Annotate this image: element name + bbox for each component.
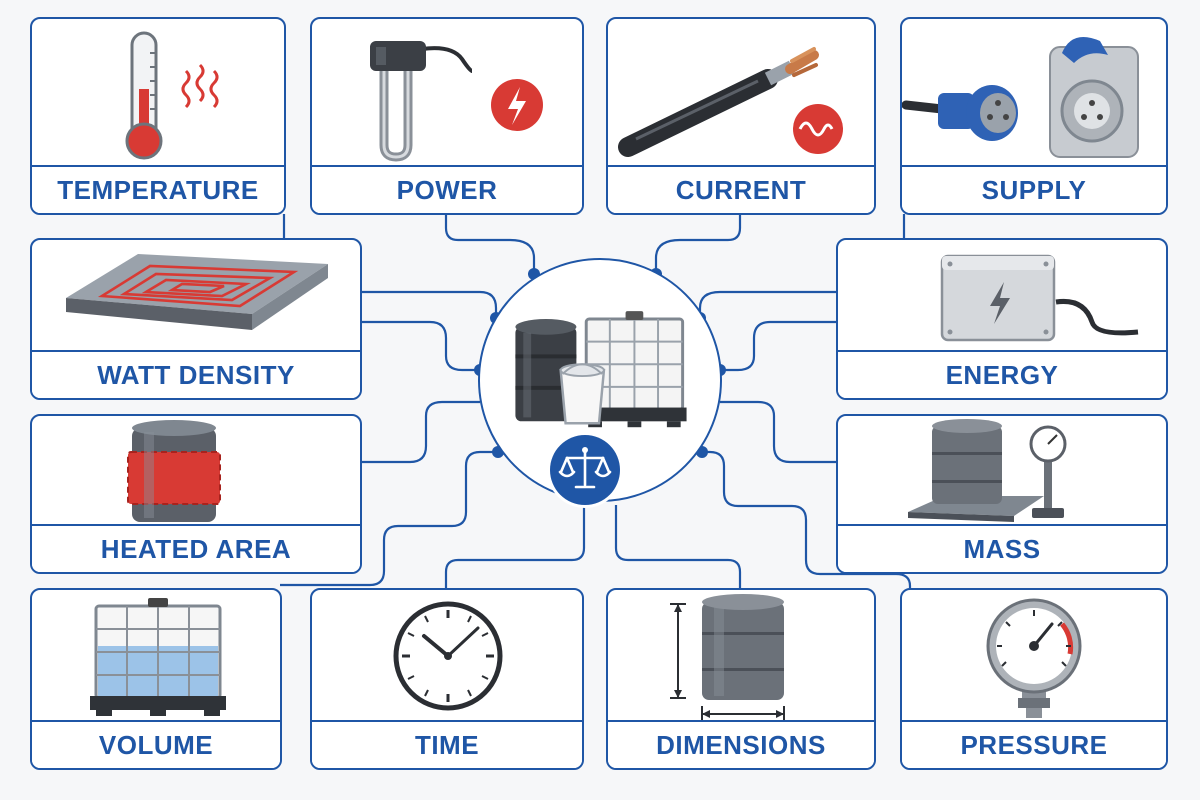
card-current: CURRENT (606, 17, 876, 215)
card-label-mass: MASS (963, 533, 1041, 564)
immersion-heater-icon (370, 41, 543, 162)
thermometer-icon (125, 31, 219, 160)
containers-icon (515, 311, 687, 428)
card-mass: MASS (836, 414, 1168, 574)
cable-icon (618, 47, 843, 157)
drum-dimensions-icon (670, 594, 785, 720)
heated-drum-icon (127, 420, 221, 522)
card-temperature: TEMPERATURE (30, 17, 286, 215)
card-power: POWER (310, 17, 584, 215)
balance-scale-badge (550, 435, 620, 505)
clock-icon (393, 601, 503, 711)
card-label-power: POWER (396, 174, 498, 205)
ibc-tote-icon (90, 598, 226, 716)
card-label-temperature: TEMPERATURE (57, 174, 259, 205)
card-label-pressure: PRESSURE (960, 729, 1108, 760)
heating-pad-icon (66, 254, 328, 330)
card-label-energy: ENERGY (945, 359, 1059, 390)
card-label-heated-area: HEATED AREA (100, 533, 292, 564)
card-label-dimensions: DIMENSIONS (656, 729, 826, 760)
card-pressure: PRESSURE (900, 588, 1168, 770)
card-heated-area: HEATED AREA (30, 414, 362, 574)
card-watt-density: WATT DENSITY (30, 238, 362, 400)
card-label-watt-density: WATT DENSITY (97, 359, 295, 390)
card-label-volume: VOLUME (98, 729, 214, 760)
balance-scale-icon (558, 447, 612, 489)
card-time: TIME (310, 588, 584, 770)
card-dimensions: DIMENSIONS (606, 588, 876, 770)
pressure-gauge-icon (986, 598, 1082, 718)
card-energy: ENERGY (836, 238, 1168, 400)
card-label-current: CURRENT (675, 174, 807, 205)
drum-on-scale-icon (908, 419, 1067, 522)
card-volume: VOLUME (30, 588, 282, 770)
industrial-plug-socket-icon (902, 37, 1139, 158)
card-supply: SUPPLY (900, 17, 1168, 215)
card-label-time: TIME (414, 729, 480, 760)
card-label-supply: SUPPLY (981, 174, 1087, 205)
junction-box-icon (940, 254, 1139, 342)
